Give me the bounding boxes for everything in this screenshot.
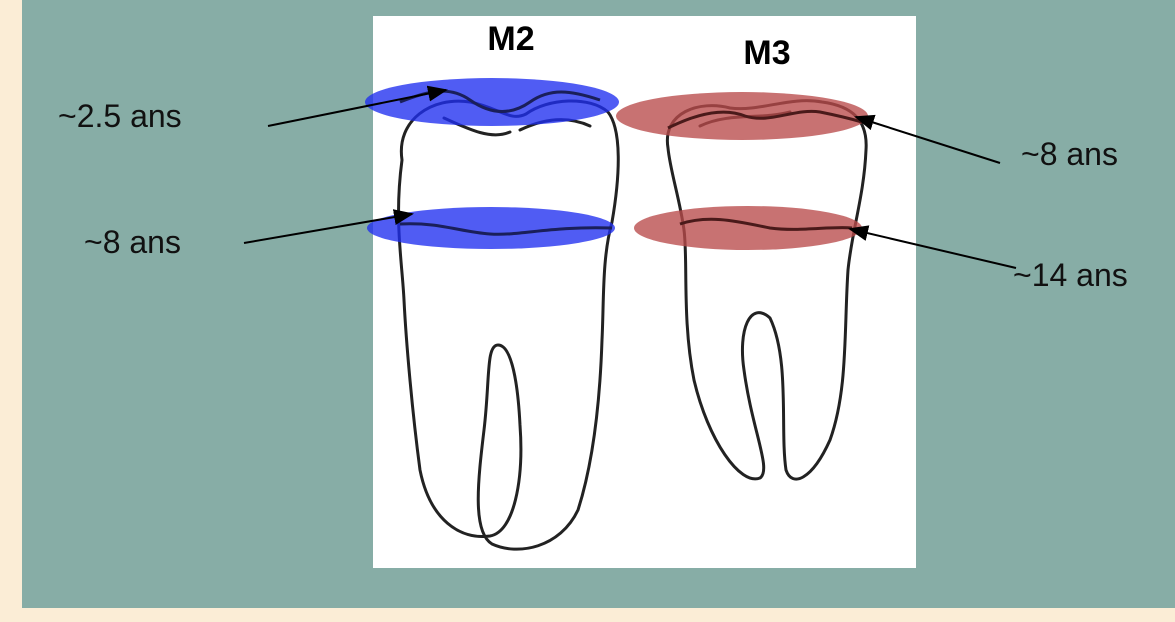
m3-title: M3: [743, 34, 790, 73]
m2-title: M2: [487, 20, 534, 59]
m2-root-age-label: ~8 ans: [84, 224, 181, 261]
m3-root-age-label: ~14 ans: [1013, 257, 1128, 294]
arrow-m3-root: [850, 229, 1016, 268]
m2-crown-age-label: ~2.5 ans: [58, 98, 182, 135]
m3-crown-age-label: ~8 ans: [1021, 136, 1118, 173]
m3-tooth-outline: [667, 101, 866, 479]
arrow-m3-crown: [856, 117, 1000, 163]
m2-tooth-outline: [399, 101, 619, 549]
